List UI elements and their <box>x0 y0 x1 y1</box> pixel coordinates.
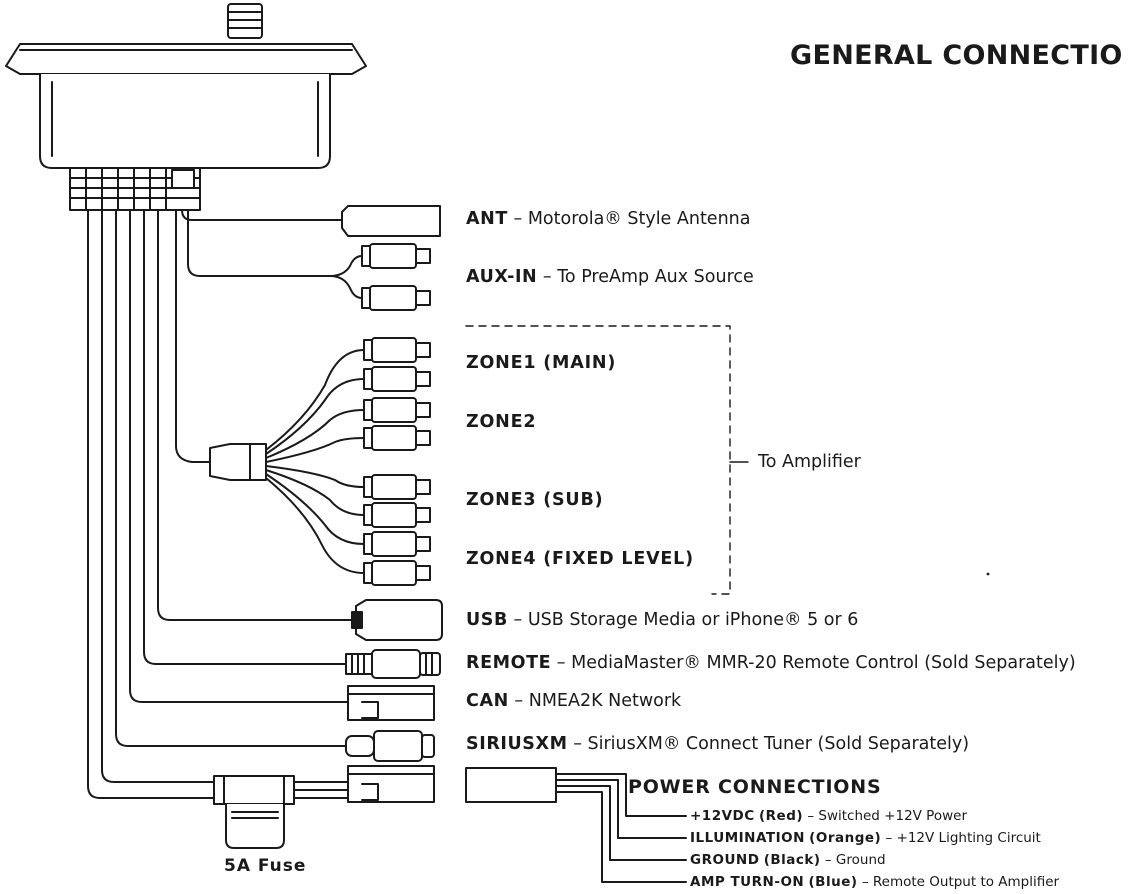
can-name: CAN <box>466 691 509 711</box>
ant-label: ANT – Motorola® Style Antenna <box>466 209 750 229</box>
power-wire-name: GROUND <box>690 852 760 868</box>
ant-desc: – Motorola® Style Antenna <box>513 209 751 229</box>
siriusxm-label: SIRIUSXM – SiriusXM® Connect Tuner (Sold… <box>466 734 969 754</box>
power-wire-desc: – Remote Output to Amplifier <box>861 874 1060 890</box>
power-wire-amp-turn-on: AMP TURN-ON (Blue) – Remote Output to Am… <box>690 874 1059 890</box>
power-cable <box>87 209 687 883</box>
usb-name: USB <box>466 610 508 630</box>
zone-harness <box>175 209 431 586</box>
zone4-label: ZONE4 (FIXED LEVEL) <box>466 549 694 569</box>
aux-in-cable <box>187 209 431 311</box>
power-connections-title: POWER CONNECTIONS <box>628 776 882 798</box>
power-wire-desc: – Ground <box>824 852 886 868</box>
power-wire-ground: GROUND (Black) – Ground <box>690 852 886 868</box>
siriusxm-desc: – SiriusXM® Connect Tuner (Sold Separate… <box>573 734 970 754</box>
power-wire-name: AMP TURN-ON <box>690 874 805 890</box>
usb-cable <box>157 209 443 641</box>
power-wire-color: (Orange) <box>809 830 882 846</box>
siriusxm-name: SIRIUSXM <box>466 734 568 754</box>
zone2-label: ZONE2 <box>466 412 537 432</box>
usb-label: USB – USB Storage Media or iPhone® 5 or … <box>466 610 858 630</box>
zone1-label: ZONE1 (MAIN) <box>466 353 617 373</box>
aux-in-label: AUX-IN – To PreAmp Aux Source <box>466 267 754 287</box>
power-wire-illumination: ILLUMINATION (Orange) – +12V Lighting Ci… <box>690 830 1041 846</box>
usb-desc: – USB Storage Media or iPhone® 5 or 6 <box>513 610 859 630</box>
aux-in-desc: – To PreAmp Aux Source <box>542 267 754 287</box>
power-wire-name: +12VDC <box>690 808 755 824</box>
power-wire-color: (Red) <box>758 808 804 824</box>
can-label: CAN – NMEA2K Network <box>466 691 681 711</box>
zone3-label: ZONE3 (SUB) <box>466 490 604 510</box>
ant-name: ANT <box>466 209 508 229</box>
head-unit <box>5 3 367 211</box>
power-wire-color: (Black) <box>763 852 821 868</box>
aux-in-name: AUX-IN <box>466 267 538 287</box>
can-desc: – NMEA2K Network <box>514 691 682 711</box>
remote-name: REMOTE <box>466 653 552 673</box>
power-wire-name: ILLUMINATION <box>690 830 805 846</box>
power-wire-12vdc: +12VDC (Red) – Switched +12V Power <box>690 808 967 824</box>
stray-dot <box>986 572 990 576</box>
siriusxm-cable <box>115 209 435 762</box>
to-amplifier-label: To Amplifier <box>758 452 861 472</box>
fuse-label: 5A Fuse <box>224 856 307 876</box>
power-wire-color: (Blue) <box>808 874 858 890</box>
ant-cable <box>181 205 441 237</box>
remote-desc: – MediaMaster® MMR-20 Remote Control (So… <box>556 653 1076 673</box>
remote-cable <box>143 209 441 679</box>
remote-label: REMOTE – MediaMaster® MMR-20 Remote Cont… <box>466 653 1076 673</box>
power-wire-desc: – Switched +12V Power <box>807 808 968 824</box>
power-wire-desc: – +12V Lighting Circuit <box>885 830 1041 846</box>
can-cable <box>129 209 435 721</box>
amplifier-bracket <box>465 325 731 595</box>
page-title: GENERAL CONNECTIO <box>790 40 1123 71</box>
